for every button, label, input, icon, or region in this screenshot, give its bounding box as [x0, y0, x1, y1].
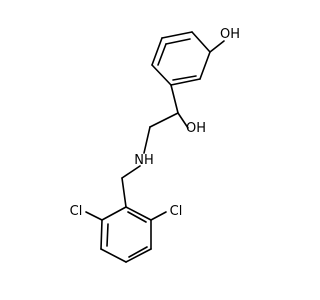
- bond: [157, 43, 167, 66]
- bond: [121, 165, 141, 179]
- bond: [149, 112, 179, 128]
- bond: [151, 64, 172, 86]
- bond: [170, 84, 179, 114]
- cl-left-label: Cl: [70, 204, 83, 219]
- bond: [143, 126, 151, 154]
- dichlorophenyl-ring: [100, 206, 152, 263]
- bond: [150, 211, 167, 221]
- bond: [128, 246, 148, 258]
- bond: [125, 248, 152, 263]
- amine-nh-label: NH: [134, 153, 154, 168]
- bond: [191, 31, 211, 53]
- phenol-ring: [151, 31, 211, 86]
- bond: [121, 177, 127, 208]
- bond: [172, 75, 197, 81]
- bond: [100, 219, 103, 250]
- bond: [209, 40, 225, 53]
- bond: [177, 112, 189, 129]
- bond: [165, 38, 191, 45]
- bond: [101, 206, 127, 221]
- molecule-diagram: OH OH NH Cl Cl: [70, 27, 240, 263]
- phenol-oh-label: OH: [220, 27, 240, 42]
- cl-right-label: Cl: [170, 204, 183, 219]
- bond: [151, 37, 163, 66]
- bond: [161, 31, 193, 39]
- bond: [127, 211, 147, 223]
- bond: [100, 248, 127, 263]
- bond: [85, 211, 103, 221]
- bond: [106, 223, 109, 247]
- bond: [199, 51, 211, 80]
- alcohol-oh-label: OH: [186, 121, 206, 136]
- side-chain: [121, 84, 189, 208]
- bond: [170, 78, 201, 86]
- structure-canvas: OH OH NH Cl Cl: [70, 27, 240, 263]
- bond: [125, 206, 152, 221]
